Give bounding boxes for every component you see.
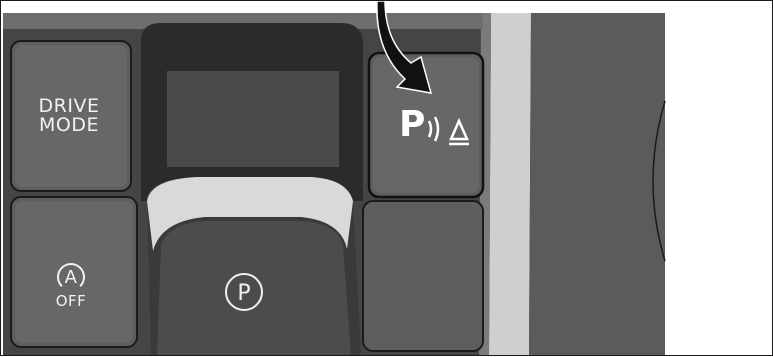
lower-right-button[interactable] (363, 201, 483, 351)
auto-hold-off-label: OFF (56, 292, 87, 310)
park-assist-label: P (399, 103, 479, 149)
parking-brake-icon: P (225, 273, 263, 311)
auto-hold-label: A OFF (41, 263, 101, 309)
auto-hold-icon: A (57, 263, 85, 291)
display-screen (167, 71, 339, 167)
park-assist-symbol: P (399, 103, 425, 147)
trim-strip (489, 13, 531, 355)
drive-mode-label: DRIVE MODE (29, 97, 109, 135)
side-panel (529, 13, 665, 355)
parking-brake-button[interactable]: P (213, 269, 275, 313)
